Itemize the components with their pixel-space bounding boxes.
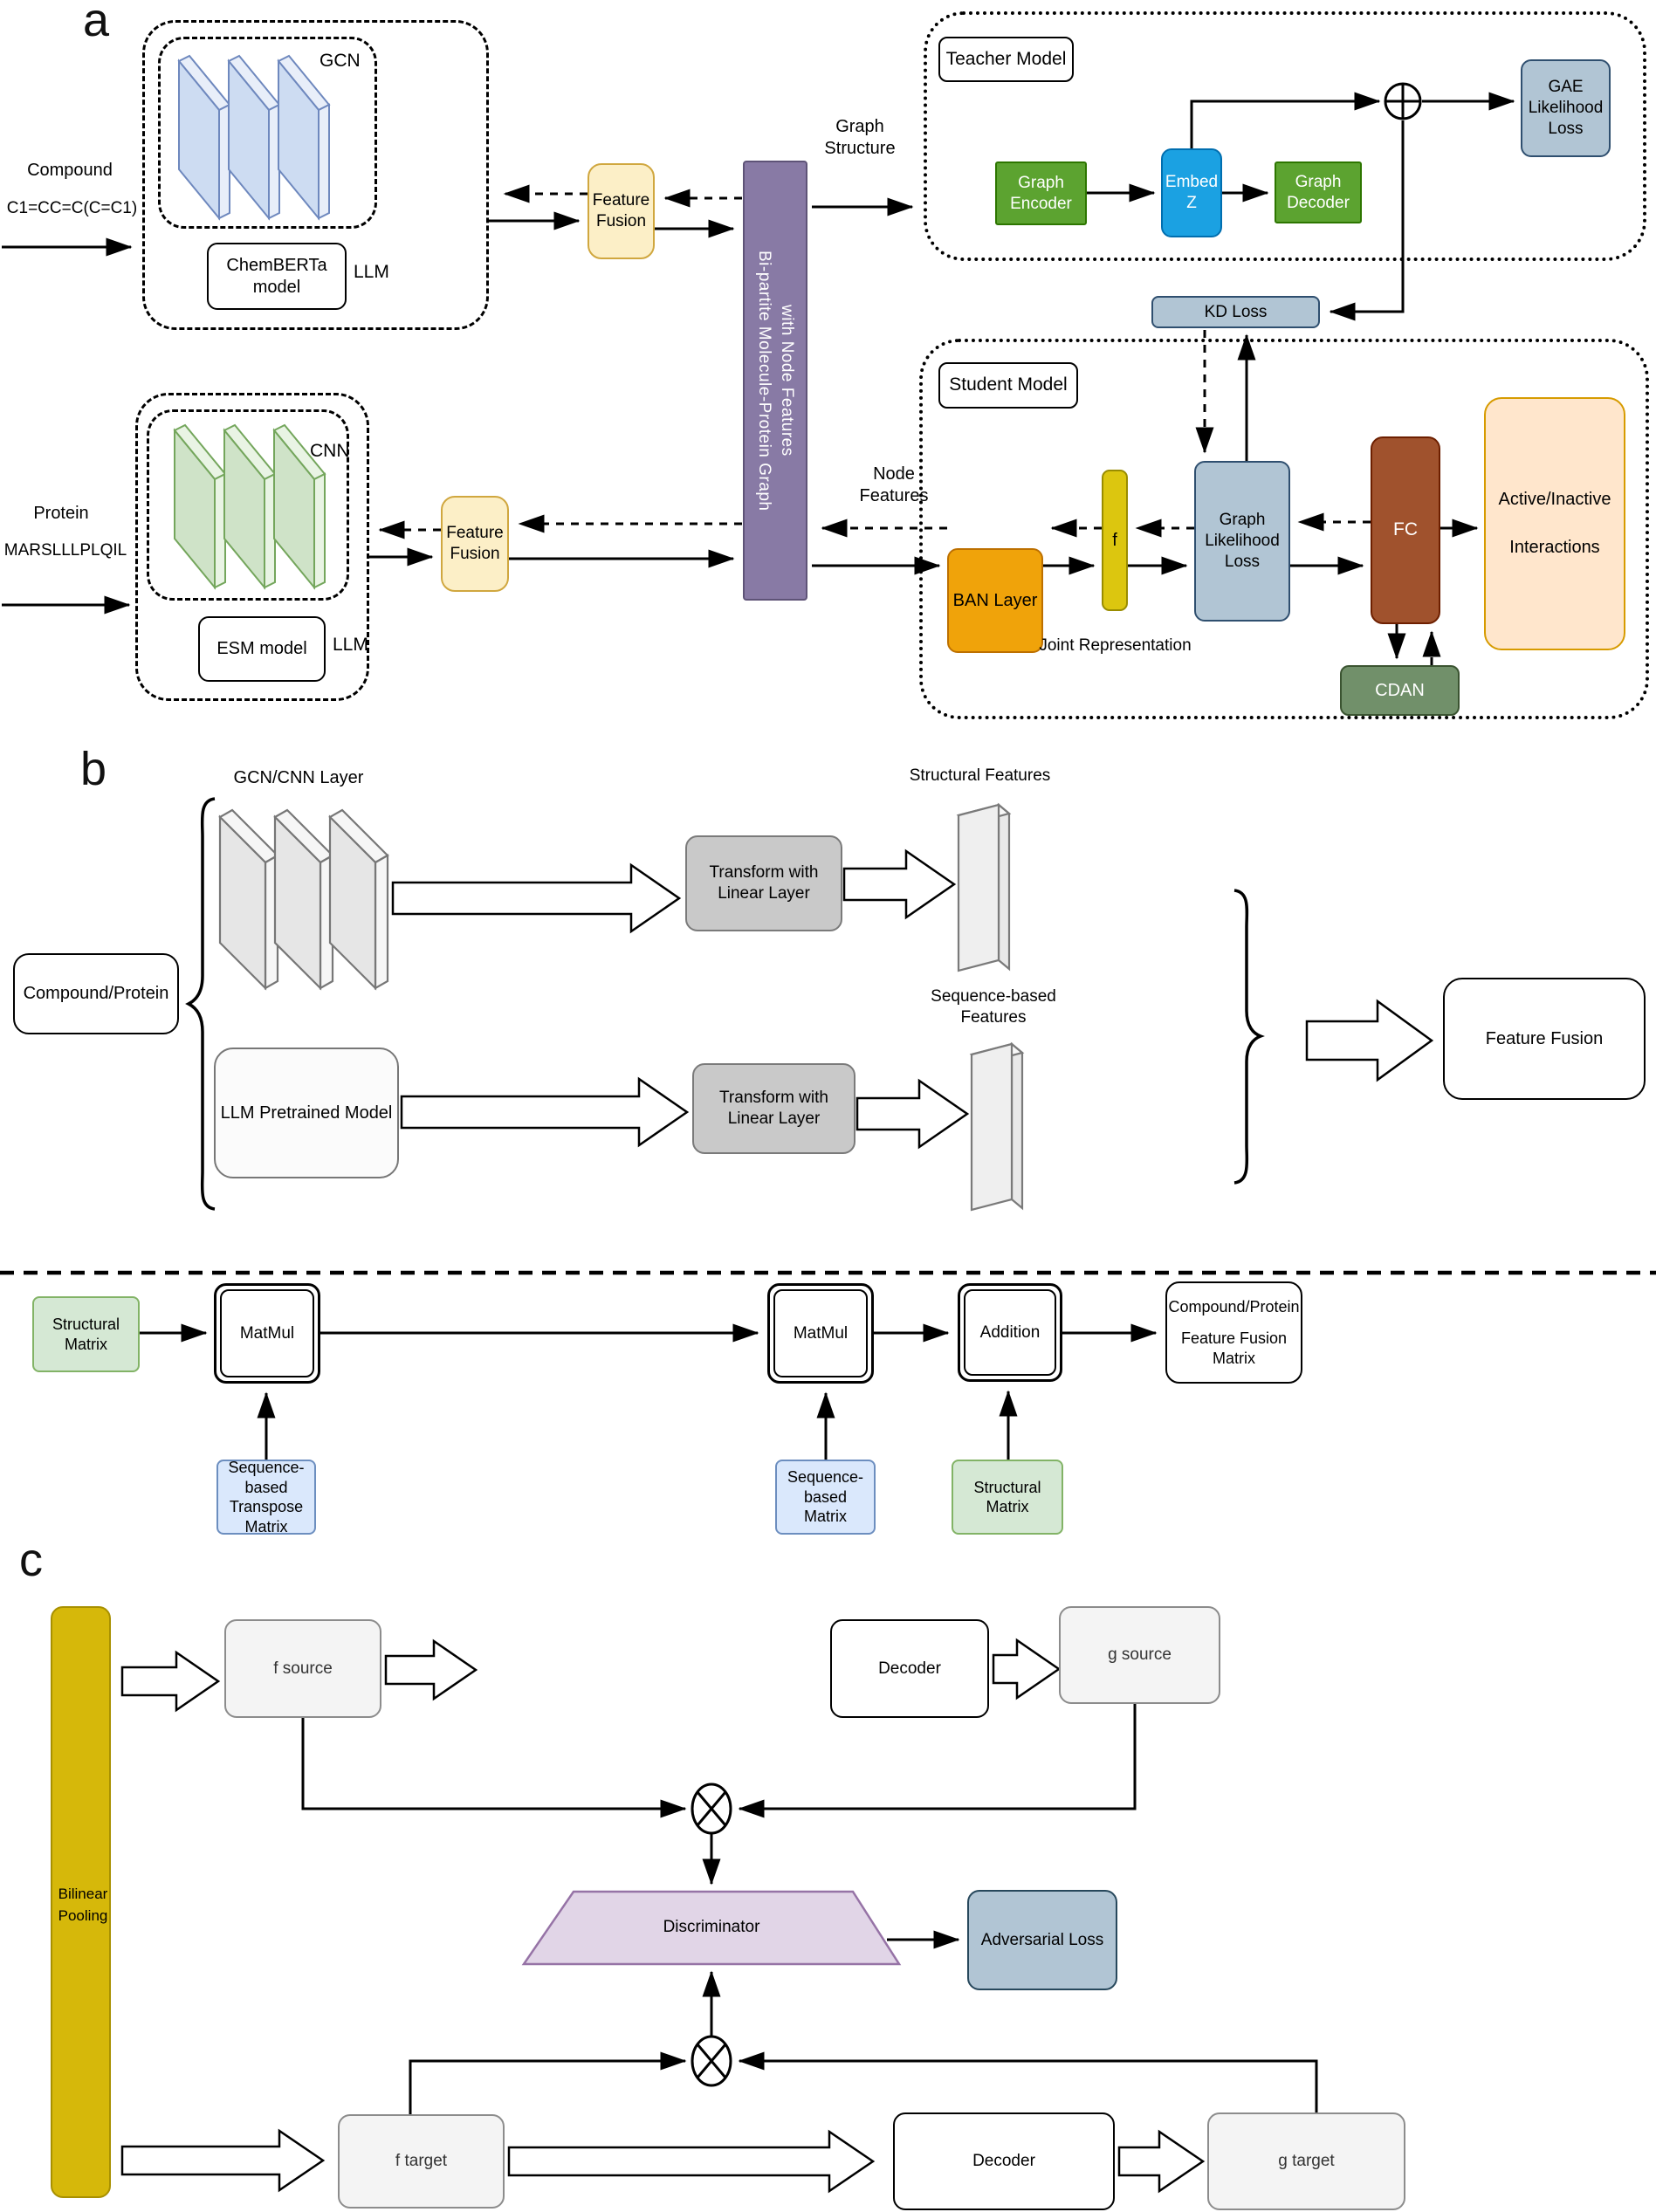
- teacher-model-group: [924, 11, 1646, 261]
- gcn-cnn-layer-label: GCN/CNN Layer: [233, 767, 364, 787]
- kd-loss-box: KD Loss: [1151, 296, 1320, 328]
- structural-matrix-2-box: Structural Matrix: [952, 1460, 1063, 1535]
- graph-encoder-box: Graph Encoder: [995, 161, 1087, 225]
- discriminator-label: Discriminator: [663, 1918, 760, 1937]
- bilinear-pooling-bar: Bilinear Pooling: [51, 1606, 111, 2198]
- cnn-group: [147, 409, 349, 601]
- g-source-box: g source: [1059, 1606, 1220, 1704]
- graph-structure-label: Graph Structure: [824, 117, 896, 158]
- node-features-label: Node Features: [859, 464, 929, 505]
- compound-label: Compound: [27, 160, 113, 180]
- joint-representation-label: Joint Representation: [1039, 636, 1192, 656]
- ffm-line2: Feature Fusion Matrix: [1180, 1329, 1288, 1367]
- decoder-bottom-box: Decoder: [893, 2112, 1115, 2210]
- f-bar: f: [1102, 470, 1128, 611]
- cdan-box: CDAN: [1340, 665, 1460, 716]
- matmul-2-label: MatMul: [773, 1289, 868, 1377]
- seq-transpose-matrix-box: Sequence-based Transpose Matrix: [216, 1459, 316, 1535]
- otimes-top-icon: [691, 1783, 732, 1835]
- active-inactive-line1: Active/Inactive: [1498, 490, 1611, 509]
- transform-linear-top-box: Transform with Linear Layer: [685, 835, 842, 931]
- student-model-group: [919, 339, 1649, 719]
- f-target-box: f target: [338, 2114, 505, 2209]
- structural-matrix-1-box: Structural Matrix: [32, 1296, 140, 1372]
- f-source-box: f source: [224, 1619, 381, 1718]
- matmul-2-box: MatMul: [767, 1283, 874, 1384]
- sequence-features-slab-icon: [970, 1042, 1024, 1212]
- esm-box: ESM model: [198, 616, 326, 682]
- feature-fusion-top-box: Feature Fusion: [588, 163, 655, 259]
- structural-features-slab-icon: [957, 803, 1011, 972]
- compound-smiles: C1=CC=C(C=C1): [6, 199, 138, 218]
- feature-fusion-b-box: Feature Fusion: [1443, 978, 1646, 1100]
- chemberta-box: ChemBERTa model: [207, 243, 347, 310]
- gae-loss-box: GAE Likelihood Loss: [1521, 59, 1611, 157]
- graph-likelihood-loss-box: Graph Likelihood Loss: [1194, 461, 1290, 622]
- panel-c-connectors: [301, 1704, 1318, 2114]
- gcn-cnn-layers-icon: [218, 808, 389, 990]
- panel-a-connectors: [2, 92, 1515, 665]
- adversarial-loss-box: Adversarial Loss: [967, 1890, 1117, 1990]
- active-inactive-line2: Interactions: [1509, 538, 1600, 557]
- otimes-bottom-icon: [691, 2035, 732, 2087]
- gcn-group: [158, 37, 377, 229]
- matmul-1-label: MatMul: [220, 1289, 314, 1377]
- brace-close-icon: [1233, 889, 1265, 1185]
- section-label-b: b: [80, 743, 107, 795]
- feature-fusion-matrix-box: Compound/Protein Feature Fusion Matrix: [1165, 1281, 1302, 1384]
- transform-linear-bottom-box: Transform with Linear Layer: [692, 1063, 855, 1154]
- llm-label-top: LLM: [354, 262, 389, 282]
- bilinear-pooling-label: Bilinear Pooling: [58, 1885, 108, 1925]
- gcn-label: GCN: [320, 51, 361, 71]
- teacher-model-title: Teacher Model: [938, 37, 1074, 82]
- matmul-1-box: MatMul: [214, 1283, 320, 1384]
- ban-layer-box: BAN Layer: [947, 548, 1043, 653]
- student-model-title: Student Model: [938, 362, 1078, 409]
- section-label-c: c: [19, 1534, 43, 1586]
- brace-open-icon: [185, 797, 216, 1211]
- decoder-top-box: Decoder: [830, 1619, 989, 1718]
- section-label-a: a: [83, 0, 110, 46]
- compound-encoder-group: [142, 20, 489, 330]
- panel-b-connectors: [140, 1323, 1158, 1460]
- graph-decoder-box: Graph Decoder: [1275, 161, 1362, 223]
- block-arrows-c: [120, 1638, 1206, 2194]
- ffm-line1: Compound/Protein: [1168, 1297, 1300, 1316]
- bipartite-line2: with Node Features: [778, 305, 796, 457]
- fc-box: FC: [1371, 436, 1440, 624]
- oplus-icon: [1384, 82, 1422, 120]
- embed-z-box: Embed Z: [1161, 148, 1222, 237]
- bipartite-graph-bar: Bi-partite Molecule-Protein Graph with N…: [743, 161, 807, 601]
- addition-box: Addition: [958, 1283, 1062, 1382]
- sequence-features-label: Sequence-based Features: [931, 987, 1056, 1027]
- block-arrows-b: [391, 848, 1434, 1150]
- active-inactive-box: Active/Inactive Interactions: [1484, 397, 1625, 650]
- feature-fusion-bottom-box: Feature Fusion: [441, 496, 509, 592]
- discriminator-shape: [521, 1890, 902, 1966]
- bipartite-line1: Bi-partite Molecule-Protein Graph: [755, 250, 773, 512]
- llm-label-bottom: LLM: [333, 635, 368, 655]
- protein-seq: MARSLLLPLQIL: [3, 541, 127, 560]
- addition-label: Addition: [964, 1289, 1056, 1376]
- seq-matrix-box: Sequence-based Matrix: [775, 1460, 876, 1535]
- structural-features-label: Structural Features: [909, 766, 1051, 786]
- protein-encoder-group: [135, 393, 369, 701]
- cnn-label: CNN: [310, 441, 350, 461]
- compound-protein-box: Compound/Protein: [13, 953, 179, 1034]
- g-target-box: g target: [1207, 2112, 1405, 2210]
- llm-pretrained-box: LLM Pretrained Model: [214, 1048, 399, 1178]
- protein-label: Protein: [33, 503, 89, 523]
